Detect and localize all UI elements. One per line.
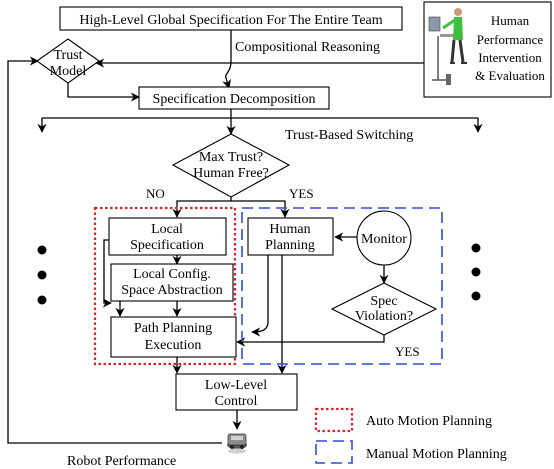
arrow-yes-branch bbox=[231, 200, 290, 218]
human-box-line3: Intervention bbox=[478, 50, 542, 65]
human-performance-node: Human Performance Intervention & Evaluat… bbox=[423, 1, 552, 98]
arrow-human-to-path bbox=[251, 255, 269, 337]
trust-switching-label: Trust-Based Switching bbox=[285, 128, 413, 143]
path-planning-node: Path Planning Execution bbox=[110, 316, 237, 358]
local-spec-line1: Local bbox=[151, 222, 183, 237]
no-label: NO bbox=[146, 186, 165, 201]
arrow-localspec-to-path bbox=[102, 239, 112, 308]
spec-decomposition-label: Specification Decomposition bbox=[153, 92, 316, 107]
local-config-node: Local Config. Space Abstraction bbox=[110, 263, 234, 302]
legend-auto-swatch bbox=[314, 407, 354, 433]
human-box-line1: Human bbox=[491, 13, 530, 28]
path-planning-line1: Path Planning bbox=[134, 321, 212, 336]
spec-violation-line2: Violation? bbox=[355, 309, 413, 324]
yes-label: YES bbox=[289, 186, 314, 201]
robot-icon bbox=[227, 433, 247, 454]
violation-yes-label: YES bbox=[395, 344, 420, 359]
trust-model-line1: Trust bbox=[53, 48, 82, 63]
human-box-line4: & Evaluation bbox=[475, 68, 545, 83]
decision-node: Max Trust? Human Free? bbox=[171, 133, 291, 198]
human-at-workstation-icon bbox=[428, 8, 467, 85]
arrow-violation-to-path bbox=[236, 335, 385, 347]
local-spec-line2: Specification bbox=[130, 238, 204, 253]
robot-performance-label: Robot Performance bbox=[67, 454, 176, 469]
ellipsis-dots-icon bbox=[37, 243, 481, 305]
legend-manual-swatch bbox=[315, 440, 353, 464]
trust-model-line2: Model bbox=[50, 64, 87, 79]
arrow-global-to-decomposition bbox=[222, 30, 232, 89]
low-level-line1: Low-Level bbox=[205, 378, 267, 393]
decision-line2: Human Free? bbox=[193, 166, 269, 181]
human-planning-line2: Planning bbox=[265, 238, 315, 253]
local-spec-node: Local Specification bbox=[108, 217, 227, 256]
spec-violation-line1: Spec bbox=[370, 294, 397, 309]
global-spec-label: High-Level Global Specification For The … bbox=[79, 13, 382, 28]
legend-auto-label: Auto Motion Planning bbox=[366, 414, 492, 429]
legend: Auto Motion Planning Manual Motion Plann… bbox=[314, 407, 507, 464]
spec-decomposition-node: Specification Decomposition bbox=[138, 86, 330, 110]
path-planning-line2: Execution bbox=[145, 338, 202, 353]
low-level-node: Low-Level Control bbox=[175, 373, 298, 411]
arrow-trust-to-decomposition bbox=[67, 83, 140, 102]
auto-motion-region bbox=[93, 206, 237, 366]
monitor-label: Monitor bbox=[361, 232, 407, 247]
global-spec-node: High-Level Global Specification For The … bbox=[59, 6, 403, 31]
monitor-node: Monitor bbox=[356, 210, 412, 266]
human-planning-node: Human Planning bbox=[247, 217, 334, 256]
spec-violation-node: Spec Violation? bbox=[330, 282, 438, 336]
local-config-line2: Space Abstraction bbox=[121, 283, 222, 298]
decision-line1: Max Trust? bbox=[199, 150, 263, 165]
connectors bbox=[7, 30, 483, 444]
legend-manual-label: Manual Motion Planning bbox=[366, 447, 507, 462]
compositional-reasoning-label: Compositional Reasoning bbox=[235, 40, 380, 55]
human-planning-line1: Human bbox=[269, 222, 310, 237]
low-level-line2: Control bbox=[215, 394, 258, 409]
trust-model-node: Trust Model bbox=[36, 38, 100, 84]
human-box-line2: Performance bbox=[477, 32, 544, 47]
arrow-robot-feedback bbox=[7, 56, 222, 444]
manual-motion-region bbox=[241, 207, 443, 365]
local-config-line1: Local Config. bbox=[133, 267, 211, 282]
